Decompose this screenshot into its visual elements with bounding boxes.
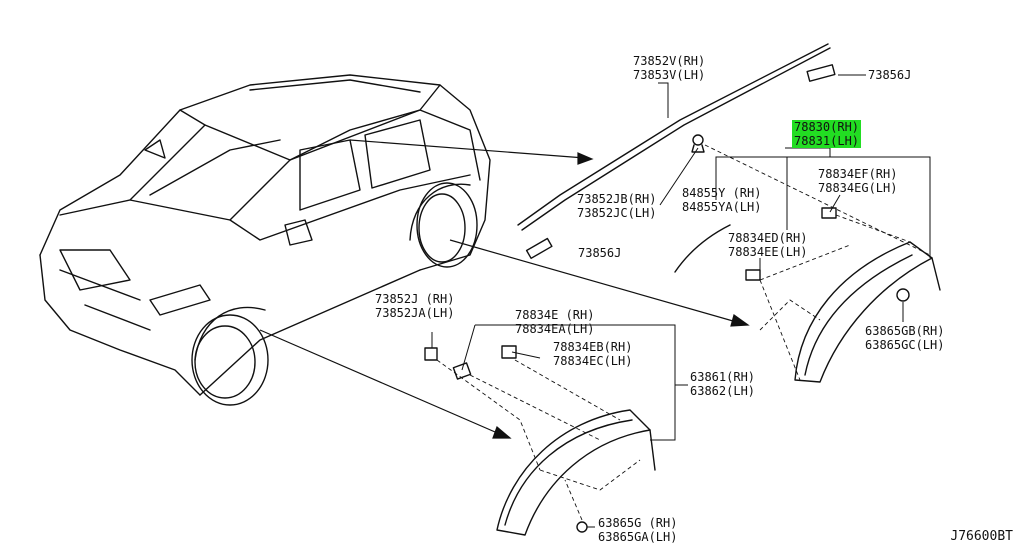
leader-lines — [431, 74, 931, 528]
label-clip-eb: 78834EB(RH) 78834EC(LH) — [553, 340, 632, 368]
clip-73856j-mid-shape — [525, 237, 553, 260]
front-wheel-arch-shape — [496, 409, 656, 536]
car-body-outline — [39, 74, 491, 396]
label-roof-molding: 73852V(RH) 73853V(LH) — [633, 54, 705, 82]
label-front-arch-lh: 63862(LH) — [690, 384, 756, 398]
label-clip-ed-lh: 78834EE(LH) — [728, 245, 808, 259]
rear-arch-clips — [745, 207, 910, 302]
clip-73852jb-shape — [691, 134, 705, 153]
label-clip-ed-rh: 78834ED(RH) — [728, 231, 808, 245]
label-clip-78834e: 78834E (RH) 78834EA(LH) — [515, 308, 594, 336]
label-grommet-gb-lh: 63865GC(LH) — [865, 338, 945, 352]
label-clip-73856j-mid: 73856J — [578, 246, 622, 260]
label-roof-molding-lh: 73853V(LH) — [633, 68, 706, 82]
label-roof-clip-lh: 73852JC(LH) — [577, 206, 657, 220]
label-clip-ef: 78834EF(RH) 78834EG(LH) — [818, 167, 897, 195]
label-roof-molding-rh: 73852V(RH) — [633, 54, 706, 68]
label-clip-73852j: 73852J (RH) 73852JA(LH) — [375, 292, 454, 320]
rear-wheel-arch-shape — [794, 241, 941, 383]
label-clip-ed: 78834ED(RH) 78834EE(LH) — [728, 231, 807, 259]
label-front-arch: 63861(RH) 63862(LH) — [690, 370, 755, 398]
label-clip-78834e-rh: 78834E (RH) — [515, 308, 595, 322]
diagram-code: J76600BT — [950, 529, 1013, 544]
label-roof-clip-rh: 73852JB(RH) — [577, 192, 657, 206]
label-grommet-gb: 63865GB(RH) 63865GC(LH) — [865, 324, 944, 352]
label-clip-73852j-lh: 73852JA(LH) — [375, 306, 455, 320]
pointer-arrows — [259, 139, 750, 439]
dashed-guides — [436, 144, 931, 521]
label-grommet-g: 63865G (RH) 63865GA(LH) — [598, 516, 677, 544]
label-grommet-g-lh: 63865GA(LH) — [598, 530, 678, 544]
label-clip-eb-lh: 78834EC(LH) — [553, 354, 633, 368]
label-grommet-g-rh: 63865G (RH) — [598, 516, 678, 530]
label-clip-73856j-top: 73856J — [868, 68, 912, 82]
label-front-arch-rh: 63861(RH) — [690, 370, 756, 384]
label-clip-78834e-lh: 78834EA(LH) — [515, 322, 595, 336]
label-clip-73852j-rh: 73852J (RH) — [375, 292, 455, 306]
label-clip-eb-rh: 78834EB(RH) — [553, 340, 633, 354]
label-clip-ef-rh: 78834EF(RH) — [818, 167, 898, 181]
clip-73856j-top-shape — [806, 64, 836, 82]
front-arch-clips — [424, 345, 588, 533]
label-rear-arch: 78830(RH) 78831(LH) — [792, 120, 862, 148]
label-grommet-gb-rh: 63865GB(RH) — [865, 324, 945, 338]
label-clip-84855-rh: 84855Y (RH) — [682, 186, 762, 200]
car-wheels — [191, 182, 478, 406]
label-clip-84855-lh: 84855YA(LH) — [682, 200, 762, 214]
label-rear-arch-lh: 78831(LH) — [792, 134, 862, 148]
label-clip-ef-lh: 78834EG(LH) — [818, 181, 898, 195]
label-clip-84855: 84855Y (RH) 84855YA(LH) — [682, 186, 761, 214]
side-trim-piece — [674, 224, 731, 273]
roof-molding — [517, 43, 831, 231]
label-rear-arch-rh: 78830(RH) — [792, 120, 862, 134]
label-roof-clip: 73852JB(RH) 73852JC(LH) — [577, 192, 656, 220]
